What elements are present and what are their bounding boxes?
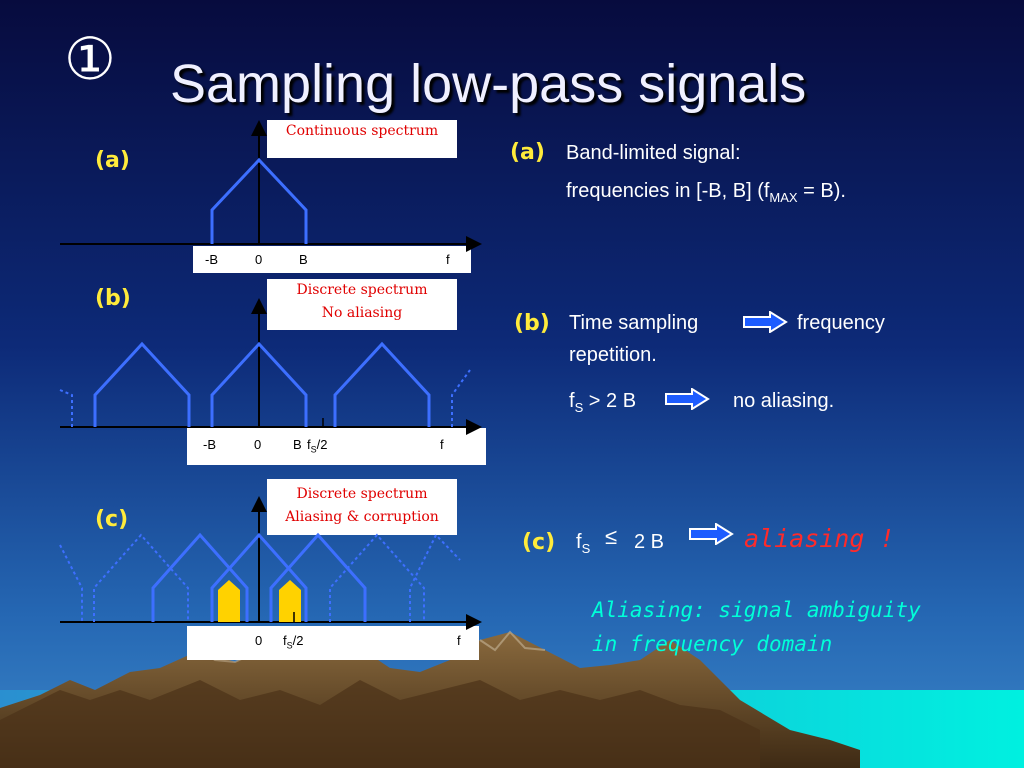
slide-number-icon: ① [64, 25, 116, 93]
right-c-result: aliasing ! [744, 524, 895, 553]
panel-b-caption-line2: No aliasing [321, 305, 403, 321]
right-a-line2-prefix: frequencies in [-B, B] (f [566, 180, 770, 202]
panel-c-axis-box: 0 fS/2 f [187, 626, 479, 660]
panel-b-label: (b) [95, 286, 131, 311]
axis-label-f: f [457, 633, 461, 648]
right-b-label: (b) [514, 311, 550, 336]
panel-a-baseband-spectrum [210, 157, 308, 244]
axis-label-b: B [299, 252, 308, 267]
aliasing-note-line2: in frequency domain [592, 632, 833, 656]
right-arrow-icon [689, 523, 734, 545]
panel-c-replica-left [151, 532, 249, 622]
panel-c-label: (c) [95, 507, 129, 532]
axis-label-zero: 0 [255, 252, 263, 267]
panel-b-replica-left [93, 341, 191, 427]
panel-c-replica-far-left [93, 533, 189, 622]
axis-label-f: f [446, 252, 450, 267]
axis-label-zero: 0 [255, 633, 263, 648]
panel-b-replica-right [333, 341, 431, 427]
right-arrow-icon [743, 311, 788, 333]
panel-b-replica-far-left [59, 389, 73, 427]
panel-b-caption-line1: Discrete spectrum [296, 282, 428, 298]
panel-c-aliased-region-right [279, 580, 301, 622]
axis-label-zero: 0 [254, 437, 262, 452]
right-c-condition: fS [576, 531, 590, 556]
panel-c-replica-edge-right [409, 533, 461, 622]
right-c-cond-f: f [576, 531, 582, 553]
panel-a-axis-box: -B 0 B f [193, 246, 471, 273]
right-c-cond-rest: 2 B [634, 531, 665, 553]
right-a-line2-suffix: = B). [797, 180, 846, 202]
panel-c-replica-far-right [329, 533, 425, 622]
panel-c-baseband-spectrum [210, 532, 308, 622]
right-c-cond-sub: S [581, 541, 591, 556]
panel-b-replica-far-right [451, 369, 471, 427]
panel-c-caption-line2: Aliasing & corruption [285, 509, 439, 525]
right-b-result: no aliasing. [733, 390, 835, 412]
aliasing-note-line1: Aliasing: signal ambiguity [592, 598, 921, 622]
page-title: Sampling low-pass signals [170, 54, 807, 114]
right-b-cond-f: f [569, 390, 575, 412]
panel-a-caption-line1: Continuous spectrum [285, 123, 439, 139]
panel-b-baseband-spectrum [210, 341, 308, 427]
panel-b-diagram [59, 298, 482, 435]
panel-c-diagram [59, 496, 482, 630]
right-c-label: (c) [522, 530, 556, 555]
axis-label-fs2: fS/2 [283, 633, 304, 651]
panel-c-caption-line1: Discrete spectrum [296, 486, 428, 502]
axis-label-f: f [440, 437, 444, 452]
right-b-cond-rest: > 2 B [583, 390, 637, 412]
panel-c-aliased-region-left [218, 580, 240, 622]
axis-label-neg-b: -B [205, 252, 218, 267]
right-arrow-icon [665, 388, 710, 410]
right-a-label: (a) [510, 140, 545, 165]
panel-b-axis-box: -B 0 B fS/2 f [187, 428, 486, 465]
right-b-cond-sub: S [574, 400, 584, 415]
right-b-line1-left: Time sampling [569, 312, 699, 334]
panel-b-caption-box: Discrete spectrum No aliasing [267, 279, 457, 330]
panel-c-caption-box: Discrete spectrum Aliasing & corruption [267, 479, 457, 535]
axis-label-b: B [293, 437, 302, 452]
axis-label-neg-b: -B [203, 437, 216, 452]
right-b-line1-right: frequency [797, 312, 885, 334]
panel-c-replica-edge-left [59, 544, 83, 622]
right-b-condition: fS > 2 B [569, 390, 636, 415]
axis-label-fs2: fS/2 [307, 437, 328, 455]
panel-a-diagram [60, 120, 482, 252]
panel-a-caption-box: Continuous spectrum [267, 120, 457, 158]
panel-a-label: (a) [95, 148, 130, 173]
right-a-line2-sub: MAX [769, 190, 798, 205]
right-c-cond-op: ≤ [605, 524, 618, 549]
right-a-line1: Band-limited signal: [566, 142, 741, 164]
panel-c-replica-right [269, 532, 367, 622]
right-b-line2: repetition. [569, 344, 657, 366]
right-a-line2: frequencies in [-B, B] (fMAX = B). [566, 180, 846, 205]
